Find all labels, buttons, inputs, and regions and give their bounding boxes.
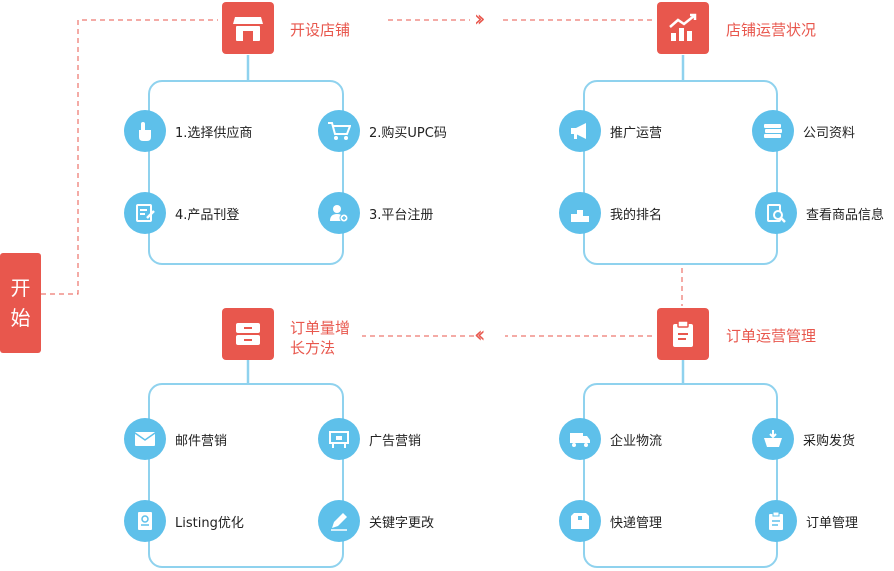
company-info-item: 公司资料 xyxy=(752,110,855,152)
envelope-icon xyxy=(134,432,156,446)
buy-upc-label: 2.购买UPC码 xyxy=(369,125,447,141)
select-supplier-label: 1.选择供应商 xyxy=(175,125,253,141)
store-status-box xyxy=(583,80,778,265)
ad-marketing-item: 广告营销 xyxy=(318,418,421,460)
start-label-2: 始 xyxy=(10,306,31,330)
clipboard-icon xyxy=(673,320,693,347)
open-store-head-icon xyxy=(222,2,274,54)
download-basket-icon xyxy=(764,430,782,447)
storefront-icon xyxy=(233,17,263,41)
search-document-icon xyxy=(767,204,786,223)
listing-optimize-item: Listing优化 xyxy=(124,500,244,542)
billboard-icon xyxy=(329,431,349,448)
product-listing-item: 4.产品刊登 xyxy=(124,192,239,234)
keyword-change-label: 关键字更改 xyxy=(369,515,435,531)
hand-pointer-icon xyxy=(139,122,151,141)
shopping-cart-icon xyxy=(328,122,351,140)
chevron-right-icon: ›› xyxy=(474,7,485,32)
order-growth-title: 订单量增 长方法 xyxy=(290,318,350,358)
purchase-ship-label: 采购发货 xyxy=(803,433,856,449)
ad-marketing-label: 广告营销 xyxy=(369,433,422,449)
drawer-icon xyxy=(236,323,260,345)
truck-icon xyxy=(570,433,590,447)
my-ranking-item: 我的排名 xyxy=(559,192,662,234)
keyword-change-item: 关键字更改 xyxy=(318,500,434,542)
order-manage-label: 订单管理 xyxy=(806,515,859,531)
express-mgmt-item: 快递管理 xyxy=(559,500,662,542)
product-listing-label: 4.产品刊登 xyxy=(175,207,240,223)
add-user-icon xyxy=(330,205,349,223)
flow-arrow-right: ›› xyxy=(474,7,485,32)
package-icon xyxy=(571,513,589,529)
flow-arrow-left: ‹‹ xyxy=(474,323,485,348)
podium-icon xyxy=(571,210,589,222)
order-growth-title-1: 订单量增 xyxy=(290,319,351,337)
pencil-icon xyxy=(331,513,347,531)
edit-document-icon xyxy=(136,204,155,222)
clipboard-small-icon xyxy=(769,511,783,530)
refresh-document-icon xyxy=(138,512,152,530)
order-growth-head-icon xyxy=(222,308,274,360)
order-manage-item: 订单管理 xyxy=(755,500,858,542)
start-label-1: 开 xyxy=(10,276,31,300)
open-store-title: 开设店铺 xyxy=(290,21,351,39)
order-mgmt-head-icon xyxy=(657,308,709,360)
logistics-label: 企业物流 xyxy=(610,433,663,449)
email-marketing-item: 邮件营销 xyxy=(124,418,227,460)
promotion-label: 推广运营 xyxy=(610,125,663,141)
store-status-title: 店铺运营状况 xyxy=(726,21,817,39)
platform-register-label: 3.平台注册 xyxy=(369,207,434,223)
company-info-label: 公司资料 xyxy=(803,125,856,141)
product-info-item: 查看商品信息 xyxy=(755,192,884,234)
my-ranking-label: 我的排名 xyxy=(610,207,663,223)
promotion-item: 推广运营 xyxy=(559,110,662,152)
order-growth-title-2: 长方法 xyxy=(290,339,336,357)
bar-chart-icon xyxy=(669,13,697,41)
platform-register-item: 3.平台注册 xyxy=(318,192,433,234)
buy-upc-item: 2.购买UPC码 xyxy=(318,110,447,152)
logistics-item: 企业物流 xyxy=(559,418,662,460)
order-growth-box xyxy=(148,383,344,568)
megaphone-icon xyxy=(571,123,586,139)
product-info-label: 查看商品信息 xyxy=(806,207,885,223)
open-store-box xyxy=(148,80,344,265)
order-mgmt-box xyxy=(583,383,778,568)
chevron-left-icon: ‹‹ xyxy=(474,323,485,348)
store-status-head-icon xyxy=(657,2,709,54)
start-block: 开 始 xyxy=(0,253,41,353)
select-supplier-item: 1.选择供应商 xyxy=(124,110,252,152)
order-mgmt-title: 订单运营管理 xyxy=(726,327,817,345)
email-marketing-label: 邮件营销 xyxy=(175,433,228,449)
listing-optimize-label: Listing优化 xyxy=(175,515,244,531)
purchase-ship-item: 采购发货 xyxy=(752,418,855,460)
express-mgmt-label: 快递管理 xyxy=(610,515,663,531)
books-icon xyxy=(764,124,782,138)
